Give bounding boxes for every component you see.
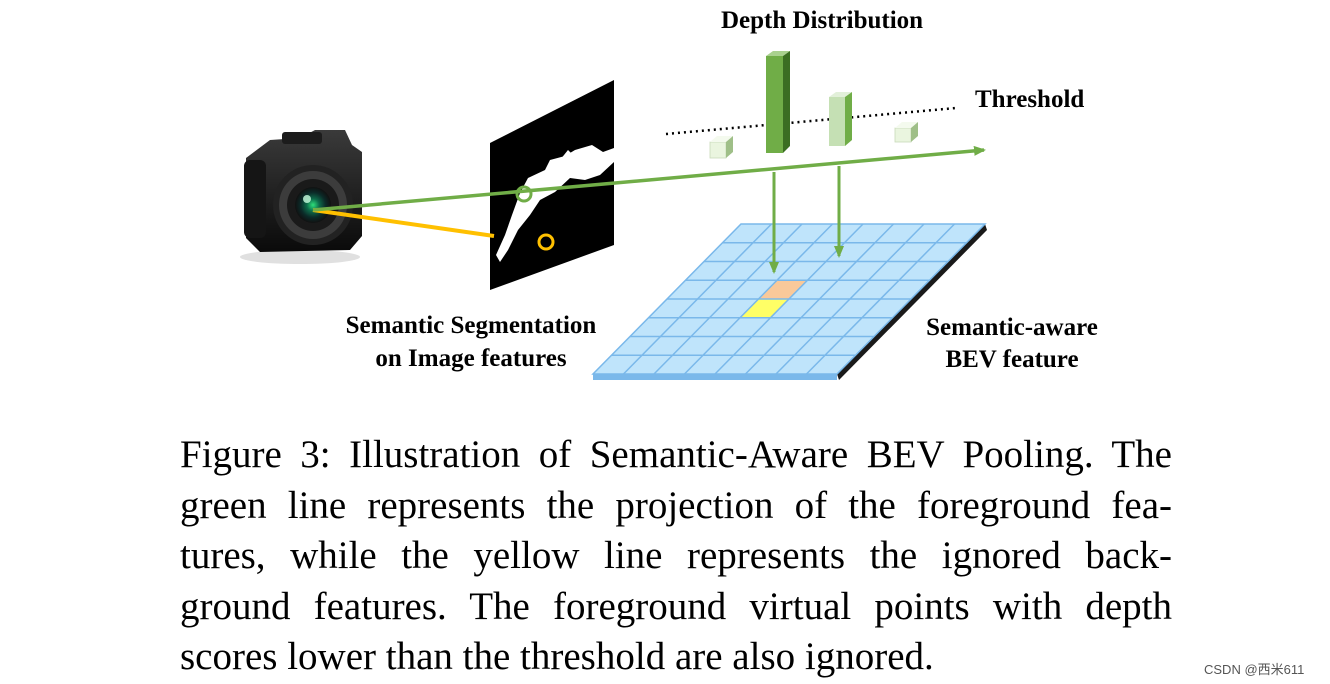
threshold-label: Threshold (975, 86, 1084, 113)
bev-cell-secondary (758, 280, 808, 299)
camera-icon (240, 130, 362, 264)
segmentation-label-line2: on Image features (375, 345, 566, 372)
depth-bin-3-medium (829, 92, 852, 146)
figure-caption: Figure 3: Illustration of Semantic-Aware… (180, 430, 1172, 683)
caption-line: tures, while the yellow line represents … (180, 534, 1172, 577)
bev-label-line1: Semantic-aware (926, 314, 1098, 341)
threshold-line (665, 106, 957, 136)
caption-line: ground features. The foreground virtual … (180, 584, 1172, 628)
caption-line: scores lower than the threshold are also… (180, 635, 934, 678)
segmentation-label-line1: Semantic Segmentation (346, 312, 597, 339)
bev-grid-line (775, 223, 925, 375)
depth-bin-4 (894, 122, 918, 143)
bev-feature-grid (591, 223, 987, 380)
foreground-pixel-marker (515, 185, 533, 203)
yellow-ignored-ray (312, 208, 495, 238)
bev-label-line2: BEV feature (945, 346, 1078, 373)
depth-distribution-label: Depth Distribution (721, 7, 923, 34)
bev-grid-line (805, 223, 956, 375)
bev-side-edge (837, 224, 987, 380)
bev-cell-foreground (740, 299, 789, 318)
depth-bin-1 (709, 136, 733, 159)
caption-line: green line represents the projection of … (180, 483, 1172, 527)
depth-bin-2-high (766, 51, 790, 153)
background-pixel-marker (537, 233, 555, 251)
segmentation-panel (490, 80, 614, 290)
bev-grid-line (744, 223, 895, 375)
caption-line: Figure 3: Illustration of Semantic-Aware… (180, 433, 1172, 476)
bev-front-edge (593, 374, 837, 380)
green-projection-ray (312, 145, 986, 212)
watermark: CSDN @西米611 (1204, 662, 1305, 677)
semantic-aware-bev-pooling-diagram: Depth Distribution Threshold Semantic Se… (240, 7, 1098, 380)
